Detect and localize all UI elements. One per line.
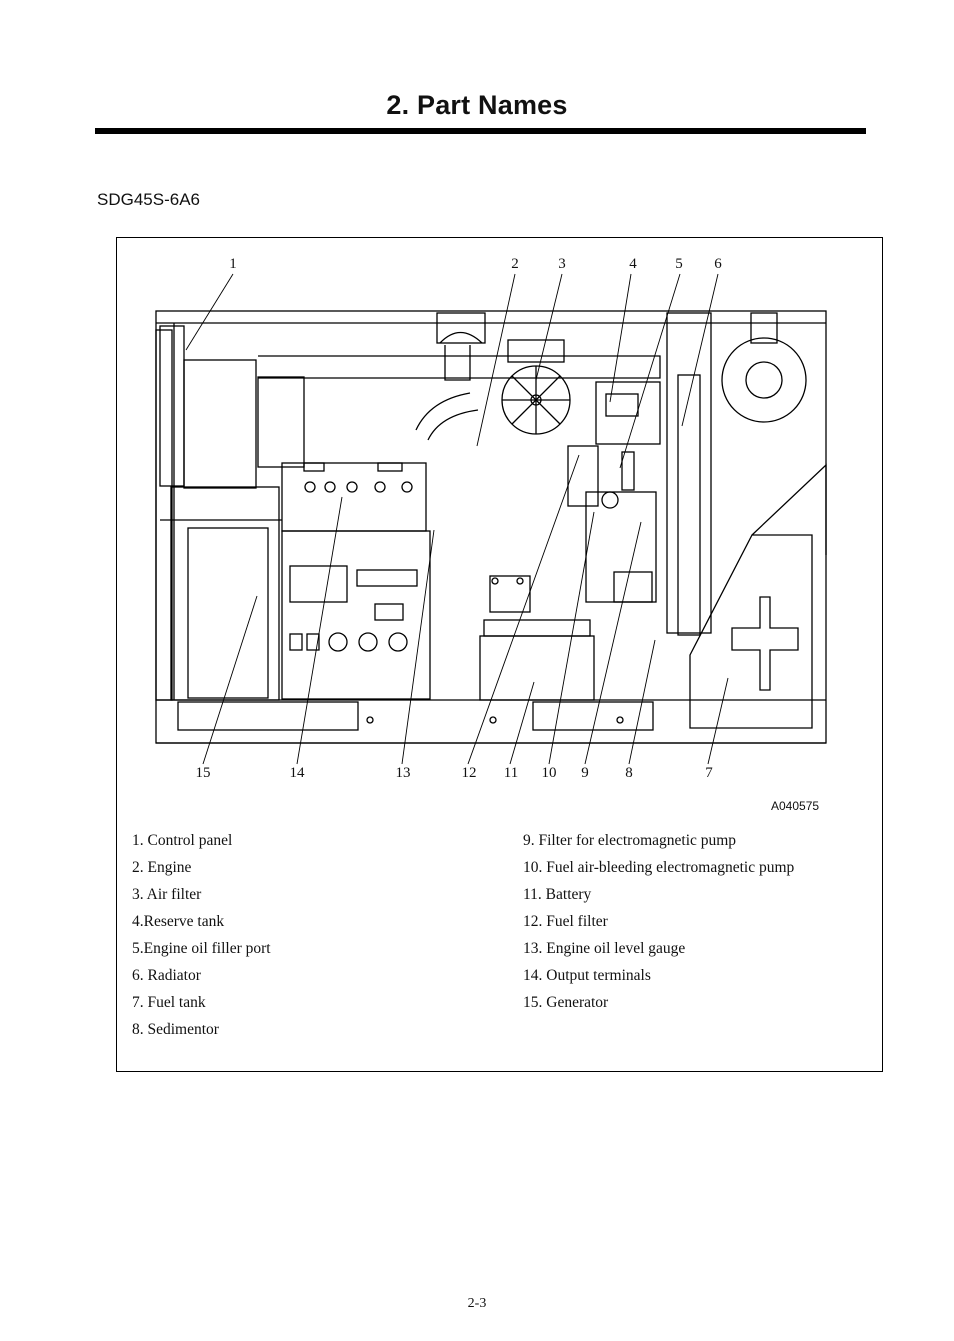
callout-8: 8	[625, 765, 633, 781]
model-name: SDG45S-6A6	[97, 190, 200, 209]
generator-diagram	[155, 273, 827, 765]
callout-13: 13	[395, 765, 411, 781]
legend-item: 13. Engine oil level gauge	[523, 940, 686, 957]
callout-6: 6	[714, 256, 722, 272]
title-rule	[95, 128, 866, 134]
callout-12: 12	[461, 765, 477, 781]
callout-10: 10	[541, 765, 557, 781]
callout-1: 1	[229, 256, 237, 272]
page-number: 2-3	[467, 1296, 487, 1311]
legend-item: 11. Battery	[523, 886, 592, 903]
legend-item: 2. Engine	[132, 859, 192, 876]
legend-right: 9. Filter for electromagnetic pump 10. F…	[523, 831, 794, 1020]
figure-code: A040575	[771, 799, 820, 813]
callout-4: 4	[629, 256, 637, 272]
figure-frame	[116, 237, 883, 1072]
legend-item: 12. Fuel filter	[523, 913, 608, 930]
callout-15: 15	[195, 765, 211, 781]
callout-7: 7	[705, 765, 713, 781]
legend-item: 4.Reserve tank	[132, 913, 225, 930]
legend-item: 15. Generator	[523, 994, 609, 1011]
legend-left: 1. Control panel 2. Engine 3. Air filter…	[132, 831, 271, 1047]
page-title: 2. Part Names	[386, 90, 568, 120]
legend-item: 7. Fuel tank	[132, 994, 206, 1011]
legend-item: 8. Sedimentor	[132, 1021, 219, 1038]
callout-2: 2	[511, 256, 519, 272]
legend-item: 1. Control panel	[132, 832, 233, 849]
legend-item: 9. Filter for electromagnetic pump	[523, 832, 737, 849]
callout-9: 9	[581, 765, 589, 781]
callout-5: 5	[675, 256, 683, 272]
callout-11: 11	[503, 765, 519, 781]
legend-item: 3. Air filter	[132, 886, 202, 903]
legend-item: 5.Engine oil filler port	[132, 940, 271, 957]
legend-item: 14. Output terminals	[523, 967, 651, 984]
legend-item: 10. Fuel air-bleeding electromagnetic pu…	[523, 859, 795, 876]
legend-item: 6. Radiator	[132, 967, 201, 984]
callout-3: 3	[558, 256, 566, 272]
callout-14: 14	[289, 765, 305, 781]
